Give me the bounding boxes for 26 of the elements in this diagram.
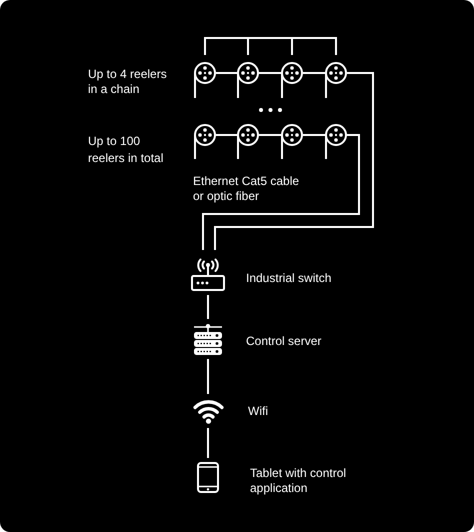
- cable-reel-icon: [194, 124, 216, 159]
- node-label: Wifi: [248, 404, 268, 419]
- node-label: Control server: [246, 334, 322, 349]
- node-label: Industrial switch: [246, 271, 332, 286]
- note-text: Ethernet Cat5 cable or optic fiber: [193, 174, 300, 204]
- connector-line: [259, 72, 281, 74]
- connector-line: [207, 428, 209, 458]
- connector-line: [303, 72, 325, 74]
- note-text: Up to 100 reelers in total: [88, 133, 164, 167]
- cable-reel-icon: [194, 62, 216, 98]
- node-label: Tablet with control application: [250, 466, 348, 496]
- cable-reel-icon: [237, 124, 259, 159]
- connector-line: [207, 359, 209, 394]
- cable-reel-icon: [281, 124, 303, 159]
- cable-reel-icon: [325, 124, 347, 159]
- cable-reel-icon: [237, 62, 259, 98]
- cable-reel-icon: [325, 62, 347, 98]
- note-text: Up to 4 reelers in a chain: [88, 67, 168, 97]
- connector-line: [216, 134, 237, 136]
- connector-line: [303, 134, 325, 136]
- connector-line: [259, 134, 281, 136]
- connector-line: [207, 295, 209, 319]
- connector-line: [214, 72, 374, 250]
- connector-line: [216, 72, 237, 74]
- connector-line: [202, 134, 360, 250]
- cable-reel-icon: [281, 62, 303, 98]
